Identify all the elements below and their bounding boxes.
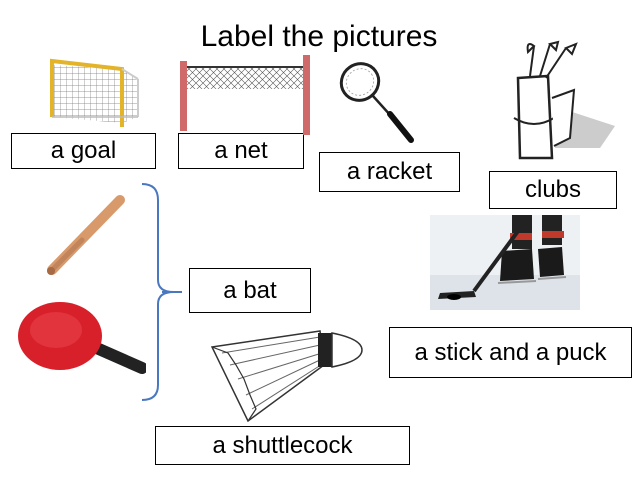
shuttlecock-picture — [210, 330, 363, 423]
paddle-picture — [18, 302, 146, 374]
label-racket: a racket — [319, 152, 460, 192]
label-goal: a goal — [11, 133, 156, 169]
bracket-icon — [141, 183, 182, 401]
label-clubs: clubs — [489, 171, 617, 209]
net-picture — [180, 55, 310, 135]
label-shuttlecock: a shuttlecock — [155, 426, 410, 465]
label-net: a net — [178, 133, 304, 169]
label-stick-and-puck: a stick and a puck — [389, 327, 632, 378]
golf-clubs-picture — [513, 40, 615, 160]
page-title: Label the pictures — [200, 20, 438, 53]
goal-picture — [50, 58, 139, 127]
racket-picture — [339, 62, 414, 143]
label-bat: a bat — [189, 268, 311, 313]
bat-picture — [47, 195, 125, 275]
hockey-picture — [430, 215, 580, 310]
